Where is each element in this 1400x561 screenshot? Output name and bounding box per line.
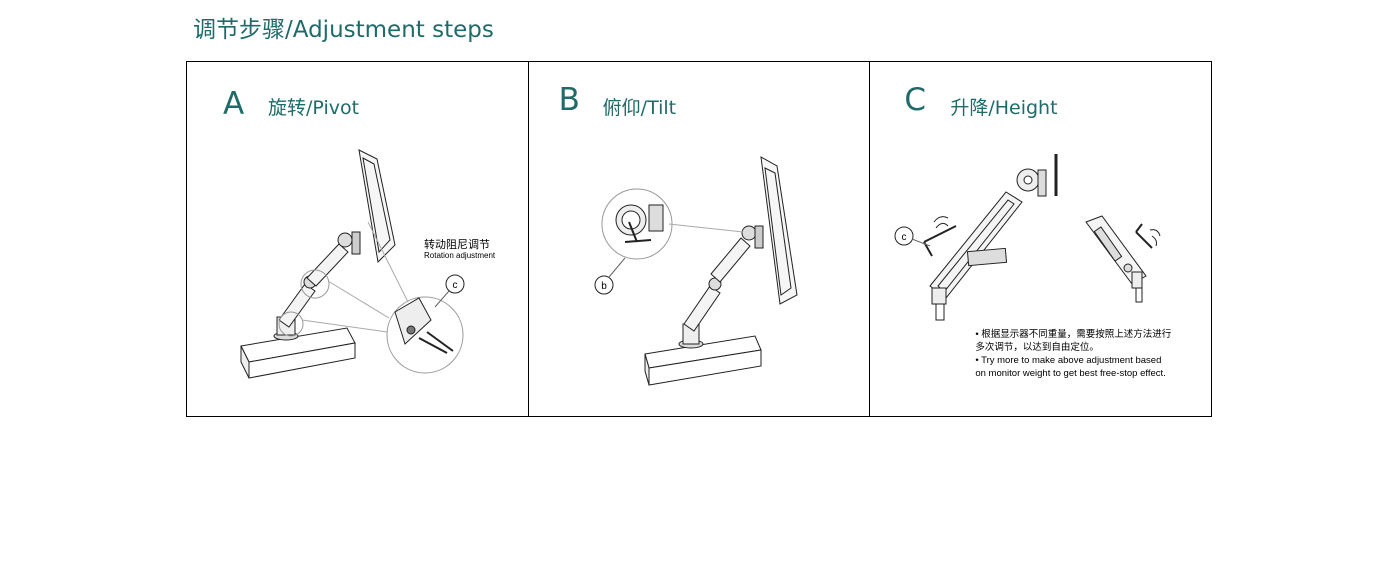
panel-letter-b: B bbox=[558, 82, 580, 118]
rotation-label-cn: 转动阻尼调节 bbox=[424, 239, 490, 251]
callout-c-height: c bbox=[902, 232, 907, 243]
callout-c-pivot: c bbox=[453, 280, 458, 291]
tilt-illustration: b bbox=[594, 156, 798, 386]
note-line-3: • Try more to make above adjustment base… bbox=[975, 355, 1162, 366]
height-illustration: c bbox=[894, 154, 1161, 321]
panel-pivot: A 旋转/Pivot bbox=[187, 62, 529, 416]
note-line-4: on monitor weight to get best free-stop … bbox=[975, 368, 1166, 379]
panel-letter-c: C bbox=[904, 82, 926, 118]
adjustment-notes: • 根据显示器不同重量，需要按照上述方法进行 多次调节，以达到自由定位。 • T… bbox=[975, 328, 1171, 380]
panel-title-tilt: 俯仰/Tilt bbox=[602, 97, 677, 119]
panel-tilt: B 俯仰/Tilt bbox=[529, 62, 871, 416]
page-title: 调节步骤/Adjustment steps bbox=[193, 17, 494, 43]
steps-panels: A 旋转/Pivot bbox=[186, 61, 1212, 417]
panel-title-pivot: 旋转/Pivot bbox=[268, 97, 360, 119]
panel-height: C 升降/Height bbox=[870, 62, 1211, 416]
callout-b-tilt: b bbox=[601, 281, 607, 292]
panel-title-height: 升降/Height bbox=[950, 97, 1058, 119]
note-line-1: • 根据显示器不同重量，需要按照上述方法进行 bbox=[975, 329, 1172, 340]
panel-letter-a: A bbox=[223, 86, 245, 122]
pivot-illustration: c bbox=[240, 149, 465, 379]
rotation-label-en: Rotation adjustment bbox=[424, 251, 496, 260]
note-line-2: 多次调节，以达到自由定位。 bbox=[975, 342, 1099, 353]
